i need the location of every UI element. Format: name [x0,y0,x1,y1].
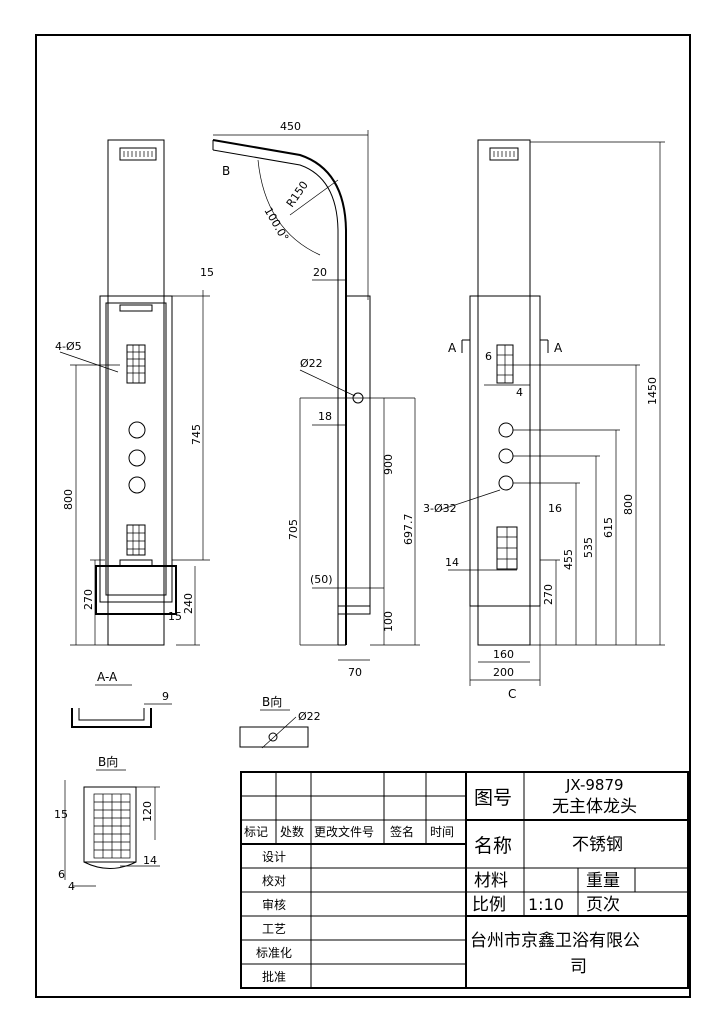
tb-material-value: 不锈钢 [572,835,623,855]
view-b-detail-dim-4: 4 [68,880,75,893]
section-a-a-dim-9: 9 [162,690,169,703]
tb-role-review: 审核 [262,897,286,912]
side-dim-450: 450 [280,120,301,133]
section-a-a: A-A 9 [71,670,172,728]
right-dim-1450: 1450 [646,377,659,405]
front-view: 15 4-Ø5 745 800 270 240 15 [55,139,214,646]
front-dim-800: 800 [62,489,75,510]
tb-drawing-no: JX-9879 [565,776,624,794]
view-b-detail: B向 15 120 6 4 14 [54,754,160,893]
right-dim-800: 800 [622,494,635,515]
front-dim-4-holes: 4-Ø5 [55,340,82,353]
side-dim-50: (50) [310,573,333,586]
tb-company-line2: 司 [570,957,587,977]
tb-rev-header-mark: 标记 [244,825,268,839]
right-dim-4: 4 [516,386,523,399]
front-dim-15-top: 15 [200,266,214,279]
tb-rev-header-time: 时间 [430,825,454,839]
tb-role-process: 工艺 [262,922,286,936]
front-dim-240: 240 [182,593,195,614]
section-a-a-title: A-A [97,670,118,684]
tb-weight-label: 重量 [586,871,620,891]
tb-drawing-no-label: 图号 [474,787,512,809]
tb-role-design: 设计 [262,850,286,864]
view-b-small-dim-phi22: Ø22 [298,710,321,723]
tb-rev-header-sign: 签名 [390,824,414,839]
view-b-small: B向 Ø22 [239,694,321,749]
side-dim-20: 20 [313,266,327,279]
view-b-detail-title: B向 [98,754,118,769]
side-view-label-b: B [222,164,230,178]
view-b-detail-dim-15: 15 [54,808,68,821]
front-dim-270: 270 [82,589,95,610]
tb-scale-label: 比例 [472,895,506,915]
tb-role-standard: 标准化 [256,946,292,960]
right-dim-535: 535 [582,537,595,558]
right-dim-3-holes: 3-Ø32 [423,502,457,515]
tb-page-label: 页次 [586,895,620,915]
view-b-detail-dim-120: 120 [141,801,154,822]
tb-rev-header-doc: 更改文件号 [314,824,374,839]
right-dim-455: 455 [562,549,575,570]
tb-rev-header-count: 处数 [280,824,304,839]
tb-role-check: 校对 [262,873,286,888]
right-dim-6: 6 [485,350,492,363]
right-dim-615: 615 [602,517,615,538]
view-b-detail-dim-6: 6 [58,868,65,881]
tb-company-line1: 台州市京鑫卫浴有限公 [470,931,640,951]
side-dim-18: 18 [318,410,332,423]
tb-name-label: 名称 [474,835,512,857]
side-dim-100-deg: 100.0° [261,205,291,244]
front-dim-15-bottom: 15 [168,610,182,623]
right-dim-200: 200 [493,666,514,679]
right-dim-16: 16 [548,502,562,515]
side-dim-r150: R150 [284,179,311,210]
tb-product: 无主体龙头 [552,797,637,817]
side-dim-100: 100 [382,611,395,632]
side-dim-900: 900 [382,454,395,475]
sheet-border [35,34,691,998]
side-dim-70: 70 [348,666,362,679]
tb-role-approve: 批准 [262,969,286,984]
side-dim-697-7: 697.7 [402,514,415,546]
right-section-label-a-right: A [554,341,563,355]
side-dim-705: 705 [287,519,300,540]
right-section-label-a-left: A [448,341,457,355]
right-view: A A 6 4 1450 3-Ø32 16 14 800 615 535 455… [423,139,665,701]
side-view: 450 R150 100.0° B 20 Ø22 18 900 705 697.… [212,120,420,679]
title-block: 图号 JX-9879 无主体龙头 名称 不锈钢 材料 重量 比例 1:10 页次… [240,771,689,989]
right-dim-160: 160 [493,648,514,661]
right-view-label-c: C [508,687,516,701]
view-b-small-title: B向 [262,694,282,709]
tb-material-label: 材料 [474,871,508,891]
right-dim-14: 14 [445,556,459,569]
front-dim-745: 745 [190,424,203,445]
side-dim-phi22: Ø22 [300,357,323,370]
view-b-detail-dim-14: 14 [143,854,157,867]
tb-scale-value: 1:10 [528,895,564,914]
right-dim-270: 270 [542,584,555,605]
